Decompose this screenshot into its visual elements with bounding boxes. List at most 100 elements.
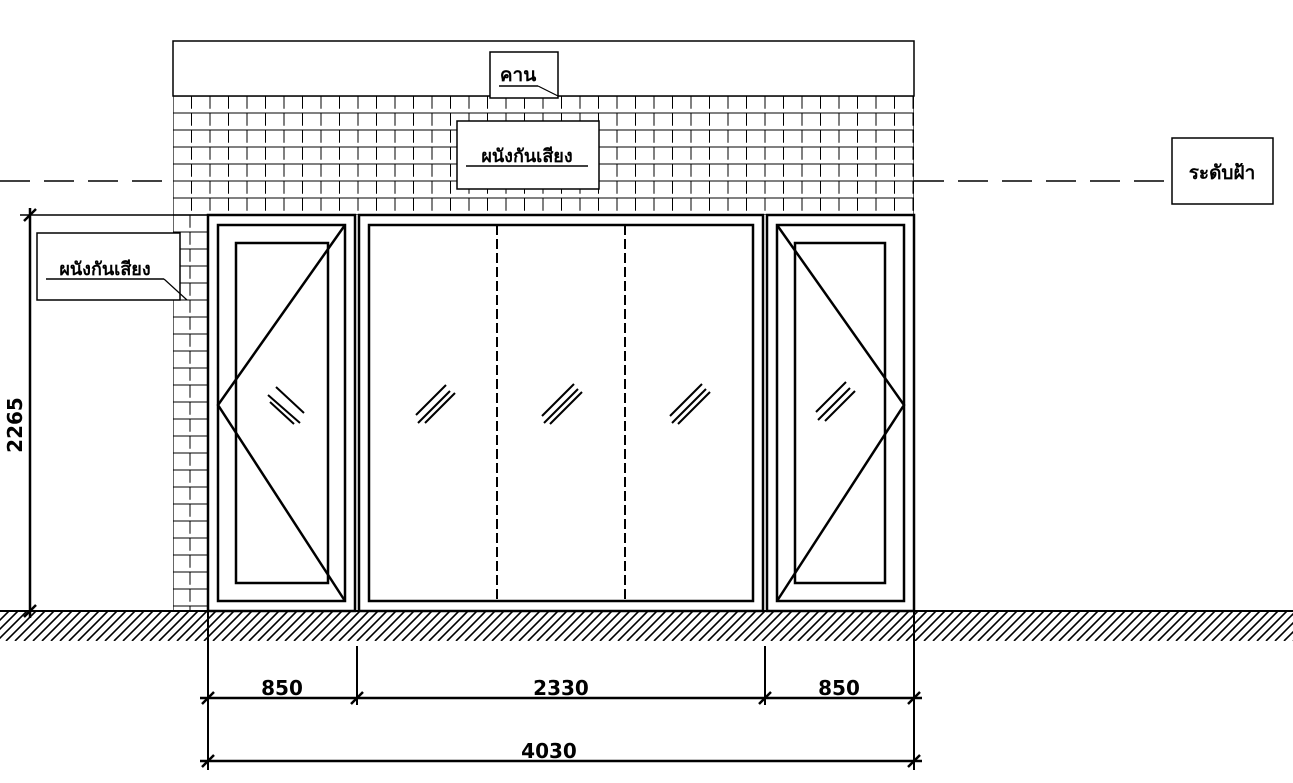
- hatch-line: [1175, 611, 1207, 641]
- hatch-line: [1220, 611, 1252, 641]
- hatch-line: [545, 611, 577, 641]
- height-dimension-text: 2265: [3, 397, 27, 453]
- hatch-line: [266, 611, 298, 641]
- hatch-line: [329, 611, 361, 641]
- hatch-line: [770, 611, 802, 641]
- hatch-line: [734, 611, 766, 641]
- hatch-line: [572, 611, 604, 641]
- hatch-line: [581, 611, 613, 641]
- hatch-line: [1139, 611, 1171, 641]
- left-panel-dimension: 850: [261, 676, 303, 700]
- hatch-line: [644, 611, 676, 641]
- hatch-line: [1202, 611, 1234, 641]
- hatch-line: [1274, 621, 1293, 641]
- glass-mark: [669, 383, 711, 425]
- wall-center-label-text: ผนังกันเสียง: [481, 146, 572, 167]
- hatch-line: [311, 611, 343, 641]
- hatch-line: [482, 611, 514, 641]
- hatch-line: [941, 611, 973, 641]
- glass-mark: [267, 386, 305, 425]
- hatch-line: [473, 611, 505, 641]
- hatch-line: [500, 611, 532, 641]
- hatch-line: [653, 611, 685, 641]
- hatch-line: [1247, 611, 1279, 641]
- hatch-line: [896, 611, 928, 641]
- hatch-line: [698, 611, 730, 641]
- hatch-line: [248, 611, 280, 641]
- hatch-line: [1256, 611, 1288, 641]
- hatch-line: [5, 611, 37, 641]
- hatch-line: [167, 611, 199, 641]
- hatch-line: [635, 611, 667, 641]
- hatch-line: [1085, 611, 1117, 641]
- hatch-line: [1193, 611, 1225, 641]
- hatch-line: [239, 611, 271, 641]
- hatch-line: [50, 611, 82, 641]
- hatch-line: [140, 611, 172, 641]
- hatch-line: [527, 611, 559, 641]
- hatch-line: [662, 611, 694, 641]
- hatch-line: [743, 611, 775, 641]
- hatch-line: [383, 611, 415, 641]
- hatch-line: [680, 611, 712, 641]
- hatch-line: [365, 611, 397, 641]
- hatch-line: [977, 611, 1009, 641]
- hatch-line: [392, 611, 424, 641]
- center-sliding-door: [357, 213, 765, 613]
- hatch-line: [1013, 611, 1045, 641]
- hatch-line: [1031, 611, 1063, 641]
- hatch-line: [464, 611, 496, 641]
- hatch-line: [1148, 611, 1180, 641]
- hatch-line: [842, 611, 874, 641]
- hatch-line: [95, 611, 127, 641]
- hatch-line: [1022, 611, 1054, 641]
- hatch-line: [608, 611, 640, 641]
- overall-dimension: 4030: [521, 739, 577, 763]
- hatch-line: [419, 611, 451, 641]
- hatch-line: [1283, 630, 1293, 641]
- hatch-line: [212, 611, 244, 641]
- hatch-line: [878, 611, 910, 641]
- hatch-line: [860, 611, 892, 641]
- hatch-line: [122, 611, 154, 641]
- hatch-line: [905, 611, 937, 641]
- hatch-line: [1121, 611, 1153, 641]
- hatch-line: [302, 611, 334, 641]
- ceiling-level-label: ระดับฝ้า: [1171, 137, 1274, 205]
- hatch-line: [257, 611, 289, 641]
- ceiling-level-label-text: ระดับฝ้า: [1189, 162, 1256, 184]
- hatch-line: [356, 611, 388, 641]
- hatch-line: [1130, 611, 1162, 641]
- hatch-line: [851, 611, 883, 641]
- width-dimensions: 850 2330 850 4030: [200, 611, 922, 770]
- hatch-line: [536, 611, 568, 641]
- hatch-line: [671, 611, 703, 641]
- hatch-line: [149, 611, 181, 641]
- hatch-line: [68, 611, 100, 641]
- hatch-line: [320, 611, 352, 641]
- hatch-line: [752, 611, 784, 641]
- hatch-line: [293, 611, 325, 641]
- hatch-line: [41, 611, 73, 641]
- hatch-line: [995, 611, 1027, 641]
- hatch-line: [131, 611, 163, 641]
- hatch-line: [707, 611, 739, 641]
- hatch-line: [761, 611, 793, 641]
- hatch-line: [437, 611, 469, 641]
- hatch-line: [23, 611, 55, 641]
- hatch-line: [86, 611, 118, 641]
- hatch-line: [1229, 611, 1261, 641]
- hatch-line: [1112, 611, 1144, 641]
- glass-mark: [541, 383, 583, 425]
- hatch-line: [338, 611, 370, 641]
- hatch-line: [401, 611, 433, 641]
- hatch-line: [158, 611, 190, 641]
- hatch-line: [617, 611, 649, 641]
- right-panel-dimension: 850: [818, 676, 860, 700]
- hatch-line: [1058, 611, 1090, 641]
- height-dimension: 2265: [3, 208, 208, 618]
- hatch-line: [509, 611, 541, 641]
- hatch-line: [779, 611, 811, 641]
- hatch-line: [1184, 611, 1216, 641]
